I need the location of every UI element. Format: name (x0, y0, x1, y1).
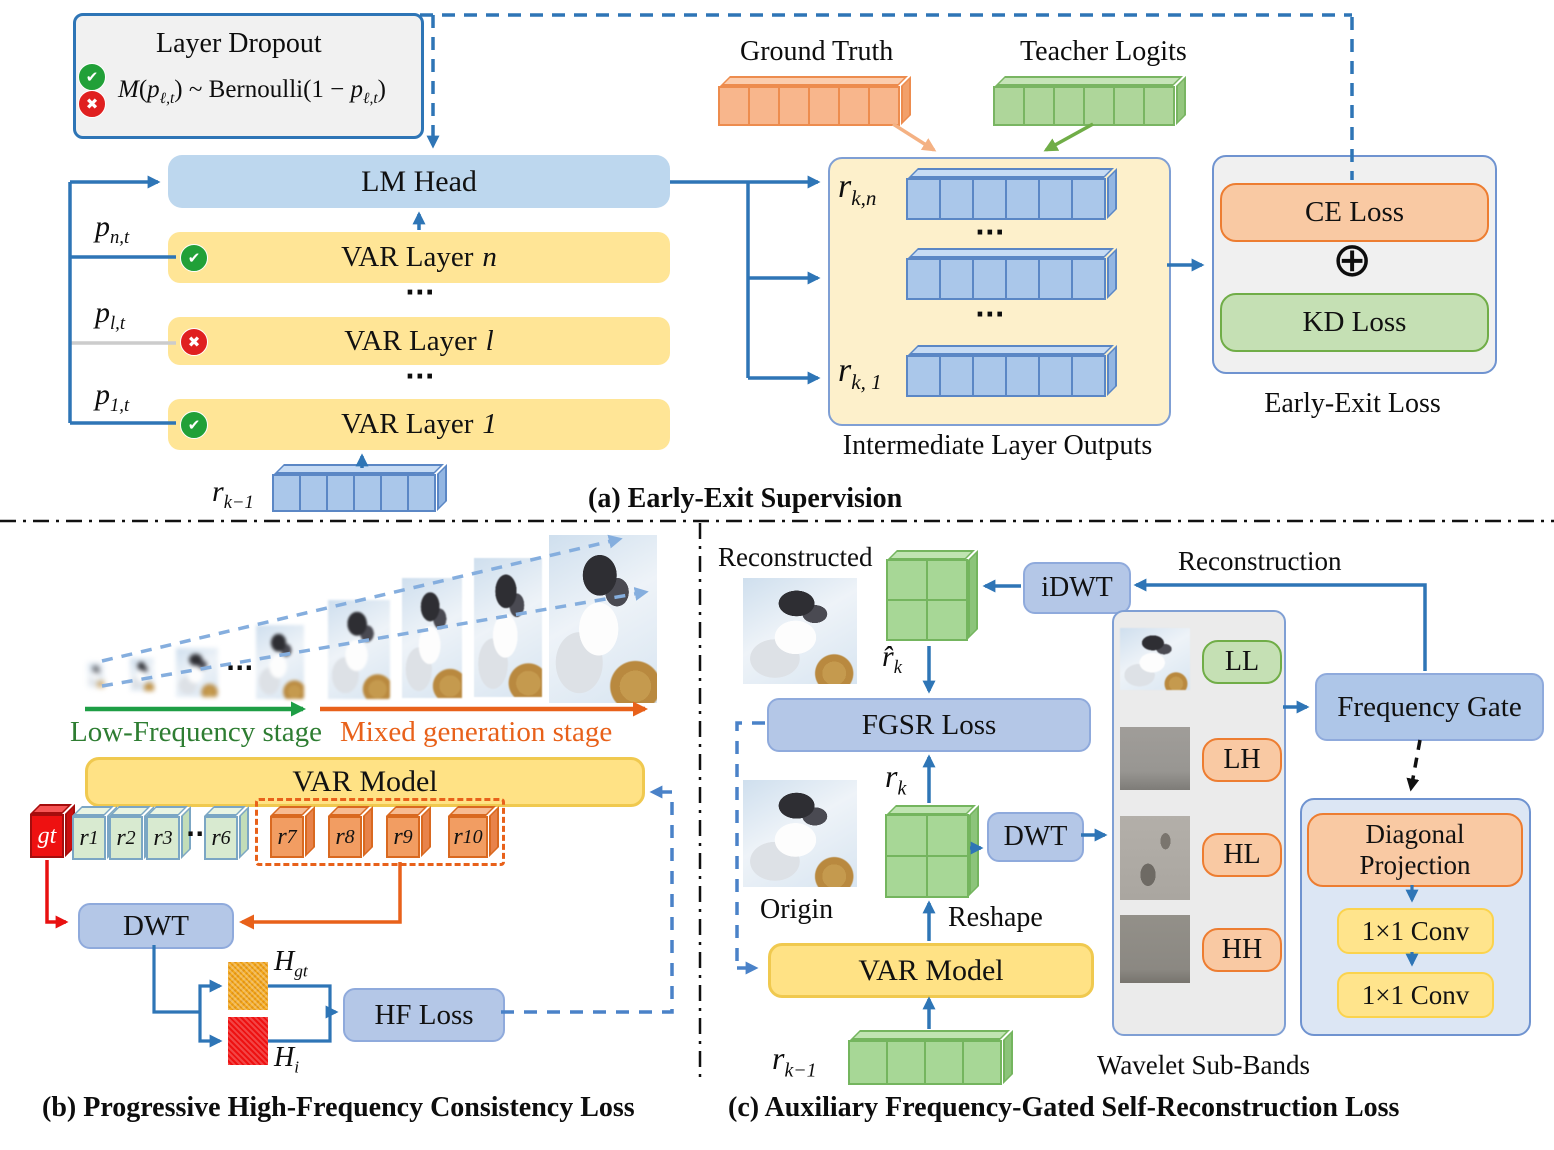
panel-a-caption: (a) Early-Exit Supervision (588, 483, 903, 514)
conv2-pill: 1×1 Conv (1337, 972, 1494, 1018)
r-k-minus-1-label-c: rk−1 (772, 1040, 817, 1082)
r-k-n-label: rk,n (838, 168, 877, 210)
cross-icon: ✖ (180, 328, 208, 356)
panel-c-caption: (c) Auxiliary Frequency-Gated Self-Recon… (728, 1092, 1400, 1123)
h-gt-label: Hgt (274, 946, 308, 981)
token-cubes (272, 474, 436, 512)
hh-pill: HH (1202, 928, 1282, 972)
check-icon: ✔ (180, 244, 208, 272)
r-k-label: rk (885, 758, 907, 800)
hf-loss-box: HF Loss (343, 988, 505, 1042)
dots: ··· (226, 654, 254, 682)
gt-cube: gt (30, 814, 64, 858)
early-exit-caption: Early-Exit Loss (1264, 388, 1441, 419)
dots: ··· (975, 218, 1005, 248)
p-1-t-label: p1,t (95, 378, 130, 416)
teacher-logits-label: Teacher Logits (1020, 36, 1187, 67)
mixed-generation-stage-label: Mixed generation stage (340, 716, 613, 748)
cross-icon: ✖ (78, 90, 106, 118)
scale-image-2 (130, 658, 154, 691)
scale-image-1 (88, 663, 104, 687)
h-gt-patch (228, 962, 268, 1010)
ground-truth-label: Ground Truth (740, 36, 894, 67)
ground-truth-cubes (718, 86, 900, 126)
hh-subband-image (1120, 915, 1190, 983)
wavelet-caption: Wavelet Sub-Bands (1097, 1050, 1311, 1080)
var-model-box-c: VAR Model (768, 943, 1094, 998)
diagonal-projection-pill: Diagonal Projection (1307, 813, 1523, 887)
p-n-t-label: pn,t (95, 210, 130, 248)
check-icon: ✔ (180, 411, 208, 439)
reconstructed-image (743, 578, 857, 684)
lm-head-box: LM Head (168, 155, 670, 208)
r-k-minus-1-label: rk−1 (212, 475, 254, 513)
oplus-icon: ⊕ (1332, 232, 1373, 288)
dots: ··· (405, 278, 435, 308)
scale-image-5 (328, 600, 390, 699)
ll-subband-image (1120, 628, 1190, 690)
intermediate-cubes-bottom (906, 355, 1106, 397)
scale-image-4 (256, 625, 304, 699)
reconstruction-label: Reconstruction (1178, 546, 1342, 576)
dwt-box-b: DWT (78, 903, 234, 949)
fgsr-loss-box: FGSR Loss (767, 698, 1091, 752)
r-k-1-label: rk, 1 (838, 352, 882, 394)
reshape-label: Reshape (948, 902, 1043, 933)
r-hat-k-label: r̂k (882, 640, 902, 678)
reconstructed-label: Reconstructed (718, 542, 873, 572)
scale-image-3 (176, 648, 218, 697)
layer-dropout-box: Layer Dropout (73, 13, 424, 139)
teacher-logits-cubes (993, 86, 1175, 126)
lh-subband-image (1120, 727, 1190, 790)
layer-dropout-title: Layer Dropout (156, 28, 322, 59)
p-l-t-label: pl,t (95, 296, 125, 334)
h-i-patch (228, 1017, 268, 1065)
scale-image-8 (549, 535, 657, 703)
panel-b-caption: (b) Progressive High-Frequency Consisten… (42, 1092, 635, 1123)
frequency-gate-box: Frequency Gate (1315, 673, 1544, 741)
ll-pill: LL (1202, 640, 1282, 684)
dots: ··· (975, 300, 1005, 330)
ce-loss-pill: CE Loss (1220, 183, 1489, 242)
scale-image-6 (402, 578, 462, 698)
r-k-minus-1-cubes-c (848, 1040, 1002, 1085)
dots: ··· (405, 362, 435, 392)
origin-feature-grid (885, 814, 969, 898)
intermediate-cubes-top (906, 178, 1106, 220)
hl-subband-image (1120, 816, 1190, 900)
dwt-box-c: DWT (987, 812, 1084, 862)
origin-image (743, 780, 857, 887)
lh-pill: LH (1202, 738, 1282, 782)
low-frequency-stage-label: Low-Frequency stage (70, 716, 323, 748)
origin-label: Origin (760, 894, 834, 925)
kd-loss-pill: KD Loss (1220, 293, 1489, 352)
intermediate-caption: Intermediate Layer Outputs (842, 430, 1153, 461)
scale-image-7 (474, 558, 542, 697)
reconstructed-feature-grid (886, 559, 968, 641)
idwt-box: iDWT (1023, 562, 1131, 614)
layer-dropout-formula: M(pℓ,t) ~ Bernoulli(1 − pℓ,t) (118, 76, 386, 107)
check-icon: ✔ (78, 63, 106, 91)
intermediate-cubes-mid (906, 258, 1106, 300)
h-i-label: Hi (274, 1042, 300, 1077)
conv1-pill: 1×1 Conv (1337, 908, 1494, 954)
hl-pill: HL (1202, 833, 1282, 877)
